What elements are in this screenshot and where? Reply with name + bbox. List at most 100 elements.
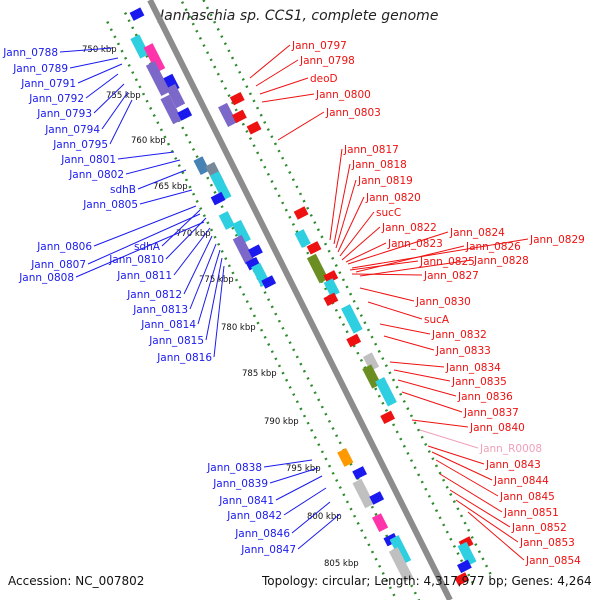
leader-line: [435, 459, 499, 497]
leader-line: [249, 44, 291, 79]
leader-line: [173, 227, 211, 276]
gene-feature: [218, 211, 235, 230]
gene-feature: [160, 94, 183, 125]
gene-feature: [371, 513, 389, 532]
gene-label-jann-0794: Jann_0794: [44, 124, 100, 136]
gene-feature: [245, 256, 261, 271]
leader-line: [269, 467, 319, 484]
gene-label-jann-0842: Jann_0842: [226, 510, 282, 522]
leader-line: [189, 243, 217, 310]
gene-label-jann-0829: Jann_0829: [529, 234, 585, 246]
leader-line: [337, 196, 365, 253]
gene-label-jann-0808: Jann_0808: [18, 272, 74, 284]
scale-label: 795 kbp: [286, 464, 321, 474]
gene-label-jann-0798: Jann_0798: [299, 55, 355, 67]
gene-label-jann-0835: Jann_0835: [451, 376, 507, 388]
leader-line: [77, 63, 123, 84]
gene-feature: [457, 559, 472, 574]
leader-line: [275, 475, 323, 501]
gene-label-jann-0815: Jann_0815: [148, 335, 204, 347]
leader-line: [427, 445, 485, 465]
leader-line: [335, 179, 357, 249]
gene-features: [129, 7, 477, 586]
gene-feature: [294, 229, 311, 248]
leader-line: [93, 83, 125, 114]
leader-line: [355, 245, 465, 273]
leader-line: [297, 513, 341, 550]
gene-feature: [261, 275, 277, 289]
leader-line: [277, 111, 325, 141]
gene-feature: [375, 377, 397, 407]
gene-feature: [323, 270, 339, 284]
gene-feature: [232, 234, 255, 265]
leader-line: [379, 323, 431, 335]
leader-line: [109, 99, 133, 145]
gene-label-succ: sucC: [376, 207, 401, 219]
gene-label-jann-0853: Jann_0853: [519, 537, 575, 549]
gene-feature: [362, 352, 380, 372]
gene-label-jann-0806: Jann_0806: [36, 241, 92, 253]
gene-label-jann-0791: Jann_0791: [20, 78, 76, 90]
scale-label: 790 kbp: [264, 417, 299, 427]
gene-feature: [337, 448, 354, 467]
gene-label-jann-0851: Jann_0851: [503, 507, 559, 519]
gene-label-jann-0825: Jann_0825: [419, 256, 475, 268]
gene-feature: [177, 107, 193, 121]
gene-label-jann-0845: Jann_0845: [499, 491, 555, 503]
gene-label-jann-r0008: Jann_R0008: [479, 443, 542, 455]
scale-label: 780 kbp: [221, 323, 256, 333]
scale-label: 800 kbp: [307, 512, 342, 522]
leader-line: [59, 47, 113, 53]
leader-line: [339, 211, 375, 257]
leader-line: [69, 57, 119, 69]
gene-feature: [293, 206, 309, 220]
gene-label-jann-0811: Jann_0811: [116, 270, 172, 282]
accession-label: Accession: NC_007802: [8, 574, 145, 588]
gene-label-jann-0826: Jann_0826: [465, 241, 521, 253]
gene-label-jann-0837: Jann_0837: [463, 407, 519, 419]
gene-feature: [130, 34, 150, 59]
leader-line: [351, 238, 529, 269]
leader-line: [139, 189, 193, 205]
scale-label: 785 kbp: [242, 369, 277, 379]
gene-label-jann-0834: Jann_0834: [445, 362, 501, 374]
leader-line: [449, 489, 511, 528]
scale-label: 755 kbp: [106, 91, 141, 101]
gene-label-jann-0816: Jann_0816: [156, 352, 212, 364]
leader-line: [431, 451, 493, 481]
gene-feature: [346, 333, 362, 348]
leader-line: [349, 260, 419, 271]
leader-line: [291, 501, 331, 534]
gene-label-jann-0833: Jann_0833: [435, 345, 491, 357]
gene-feature: [209, 171, 232, 201]
gene-label-jann-0812: Jann_0812: [126, 289, 182, 301]
gene-feature: [229, 91, 245, 106]
gene-label-jann-0847: Jann_0847: [240, 544, 296, 556]
leader-line: [367, 301, 423, 320]
leader-line: [345, 242, 387, 263]
leader-line: [333, 163, 351, 245]
leader-line: [87, 213, 201, 265]
leader-line: [351, 273, 423, 276]
leader-line: [263, 459, 313, 468]
genome-summary: Topology: circular; Length: 4,317,977 bp…: [262, 574, 592, 588]
gene-feature: [145, 61, 171, 97]
scale-label: 760 kbp: [131, 136, 166, 146]
gene-label-jann-0823: Jann_0823: [387, 238, 443, 250]
scale-label: 770 kbp: [176, 229, 211, 239]
gene-feature: [352, 478, 375, 509]
leader-line: [393, 369, 451, 382]
gene-feature: [380, 410, 396, 425]
gene-feature: [231, 219, 251, 244]
gene-feature: [210, 191, 226, 206]
gene-label-jann-0824: Jann_0824: [449, 227, 505, 239]
leader-line: [389, 361, 445, 368]
gene-label-jann-0817: Jann_0817: [343, 144, 399, 156]
scale-guide-line: [202, 0, 494, 579]
gene-label-jann-0846: Jann_0846: [234, 528, 290, 540]
gene-feature: [129, 7, 145, 21]
gene-feature: [306, 253, 329, 284]
gene-label-sdha: sdhA: [134, 241, 161, 253]
gene-label-jann-0788: Jann_0788: [2, 47, 58, 59]
